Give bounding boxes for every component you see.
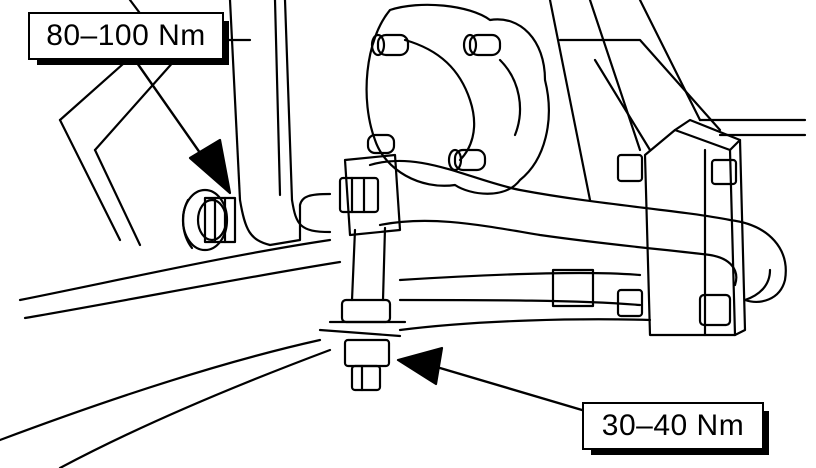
stabilizer-link [318,153,407,392]
upper-arrowhead-icon [188,138,232,195]
upper-leader-line [133,58,207,162]
link-nut-torque-label: 30–40 Nm [582,402,769,455]
lower-arrowhead-icon [396,346,444,386]
bar-bracket [616,118,747,337]
wheel-studs [366,33,502,172]
lower-arm [0,238,652,468]
body-panel [238,192,332,247]
right-frame [548,0,807,202]
stabilizer-bar [368,159,787,303]
lower-leader-line [438,366,584,412]
upper-bolt-torque-label: 80–100 Nm [28,12,229,65]
upper-bolt [181,188,237,252]
callout-leaders [133,58,584,412]
hub-flange [365,3,550,195]
callout-arrowheads [188,138,444,386]
